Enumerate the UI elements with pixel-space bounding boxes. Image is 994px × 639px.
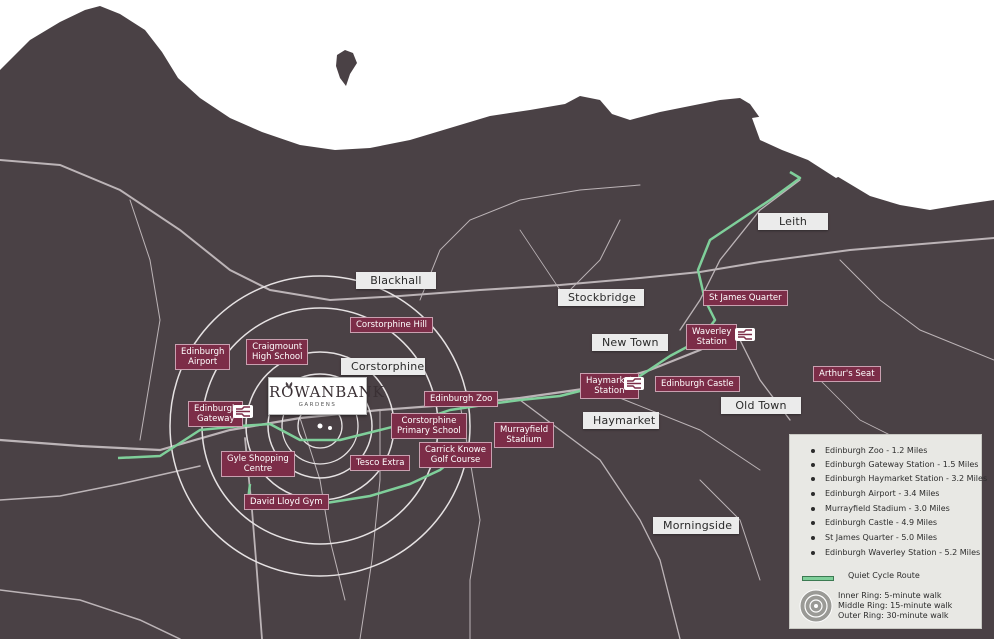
logo-name: ROWANBANK [269, 383, 385, 401]
legend-cycle-route: Quiet Cycle Route [848, 571, 920, 580]
legend-inner-ring: Inner Ring: 5-minute walk [838, 591, 942, 600]
poi-edinburgh-castle: Edinburgh Castle [655, 376, 740, 392]
legend-middle-ring: Middle Ring: 15-minute walk [838, 601, 953, 610]
poi-waverley-station: Waverley Station [686, 324, 738, 350]
bullet-icon [811, 449, 815, 453]
rail-icon-gateway [233, 405, 253, 418]
legend-row: Edinburgh Gateway Station - 1.5 Miles [790, 459, 981, 471]
poi-gyle-shopping-centre: Gyle Shopping Centre [221, 451, 295, 477]
legend-distance-zoo: Edinburgh Zoo - 1.2 Miles [825, 446, 928, 455]
rings-icon [799, 589, 833, 623]
poi-craigmount-high-school: Craigmount High School [246, 339, 309, 365]
bullet-icon [811, 477, 815, 481]
area-label-stockbridge: Stockbridge [558, 289, 644, 306]
bullet-icon [811, 492, 815, 496]
rail-icon-haymarket [624, 377, 644, 390]
legend-distance-st-james: St James Quarter - 5.0 Miles [825, 533, 938, 542]
map-legend: Edinburgh Zoo - 1.2 Miles Edinburgh Gate… [789, 434, 987, 629]
legend-distance-waverley: Edinburgh Waverley Station - 5.2 Miles [825, 548, 981, 557]
poi-corstorphine-hill: Corstorphine Hill [350, 317, 434, 333]
legend-row: Edinburgh Zoo - 1.2 Miles [790, 445, 981, 457]
rowan-leaf-icon [285, 382, 293, 389]
poi-carrick-knowe-golf-course: Carrick Knowe Golf Course [419, 442, 492, 468]
rowanbank-gardens-logo: ROWANBANK GARDENS [268, 377, 385, 415]
docks [752, 112, 856, 178]
area-label-leith: Leith [758, 213, 828, 230]
bullet-icon [811, 463, 815, 467]
legend-row: Edinburgh Airport - 3.4 Miles [790, 488, 981, 500]
poi-arthurs-seat: Arthur's Seat [813, 366, 881, 382]
legend-distance-murrayfield: Murrayfield Stadium - 3.0 Miles [825, 504, 950, 513]
legend-outer-ring: Outer Ring: 30-minute walk [838, 611, 949, 620]
area-label-morningside: Morningside [653, 517, 739, 534]
poi-corstorphine-primary-school: Corstorphine Primary School [391, 413, 467, 439]
poi-murrayfield-stadium: Murrayfield Stadium [494, 422, 555, 448]
legend-row: Edinburgh Castle - 4.9 Miles [790, 517, 981, 529]
poi-david-lloyd-gym: David Lloyd Gym [244, 494, 329, 510]
legend-distance-castle: Edinburgh Castle - 4.9 Miles [825, 518, 938, 527]
islet [336, 50, 357, 86]
area-label-haymarket: Haymarket [583, 412, 659, 429]
bullet-icon [811, 536, 815, 540]
legend-row: Edinburgh Waverley Station - 5.2 Miles [790, 547, 981, 559]
cycle-route-swatch [802, 576, 834, 581]
logo-subtitle: GARDENS [298, 402, 337, 408]
rail-icon-waverley [735, 328, 755, 341]
bullet-icon [811, 507, 815, 511]
area-label-blackhall: Blackhall [356, 272, 436, 289]
poi-edinburgh-airport: Edinburgh Airport [175, 344, 231, 370]
rowanbank-marker [317, 423, 332, 430]
legend-row: Murrayfield Stadium - 3.0 Miles [790, 503, 981, 515]
legend-row: Edinburgh Haymarket Station - 3.2 Miles [790, 473, 987, 485]
legend-distance-airport: Edinburgh Airport - 3.4 Miles [825, 489, 940, 498]
area-label-new-town: New Town [592, 334, 668, 351]
legend-distance-gateway: Edinburgh Gateway Station - 1.5 Miles [825, 460, 979, 469]
legend-distance-haymarket: Edinburgh Haymarket Station - 3.2 Miles [825, 474, 988, 483]
legend-row: St James Quarter - 5.0 Miles [790, 532, 981, 544]
poi-tesco-extra: Tesco Extra [350, 455, 411, 471]
area-label-old-town: Old Town [721, 397, 801, 414]
poi-edinburgh-zoo: Edinburgh Zoo [424, 391, 499, 407]
bullet-icon [811, 521, 815, 525]
poi-st-james-quarter: St James Quarter [703, 290, 788, 306]
bullet-icon [811, 551, 815, 555]
area-label-corstorphine: Corstorphine [341, 358, 425, 375]
